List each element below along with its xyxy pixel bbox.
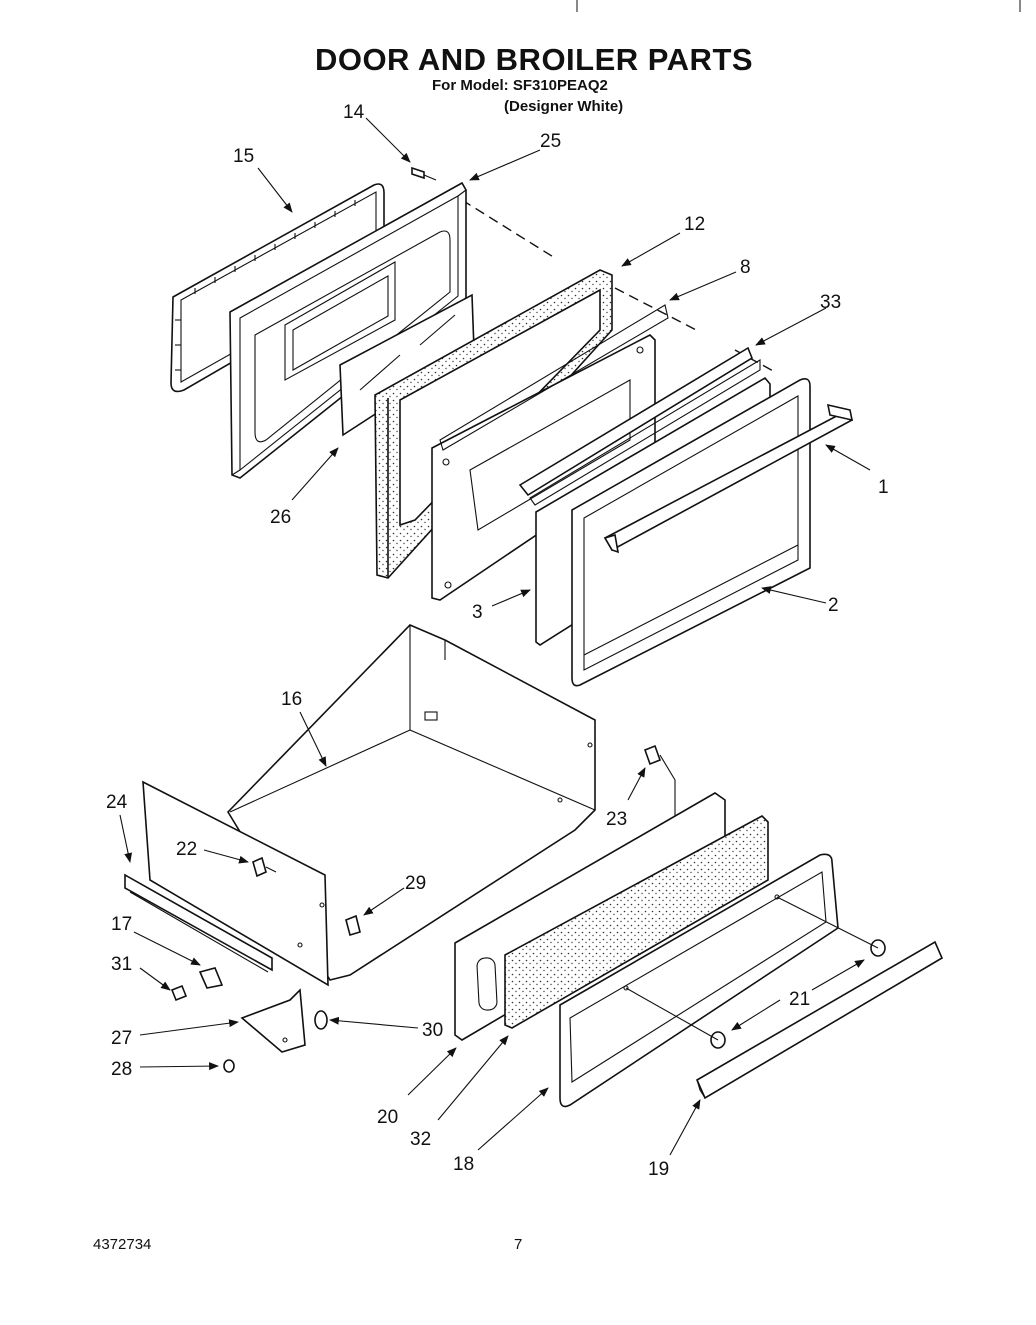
callout-27: 27 — [111, 1028, 132, 1049]
callout-29: 29 — [405, 873, 426, 894]
callout-22: 22 — [176, 839, 197, 860]
door-channel-part-33 — [518, 346, 761, 506]
document-number: 4372734 — [93, 1236, 152, 1253]
door-liner-part-8 — [431, 304, 669, 601]
page-number: 7 — [514, 1236, 523, 1253]
callout-20: 20 — [377, 1107, 398, 1128]
callout-18: 18 — [453, 1154, 474, 1175]
callout-14: 14 — [343, 102, 365, 123]
callout-3: 3 — [472, 602, 483, 623]
callout-1: 1 — [878, 477, 889, 498]
callout-30: 30 — [422, 1020, 443, 1041]
model-line: For Model: SF310PEAQ2 — [432, 77, 608, 94]
bracket-part-27 — [240, 988, 306, 1053]
page-title: DOOR AND BROILER PARTS — [314, 42, 754, 77]
callout-8: 8 — [740, 257, 751, 278]
broiler-handle-part-19 — [695, 940, 944, 1100]
callout-21: 21 — [789, 989, 810, 1010]
callout-2: 2 — [828, 595, 839, 616]
screw-part-22 — [252, 856, 277, 878]
callout-17: 17 — [111, 914, 132, 935]
door-handle-part-1 — [603, 403, 854, 554]
callout-16: 16 — [281, 689, 302, 710]
broiler-door-insulation-part-32 — [504, 815, 769, 1029]
spacer-guide-line — [625, 896, 879, 1041]
slide-rail-part-17 — [124, 873, 273, 973]
screw-clip-part-31 — [170, 967, 224, 1002]
screw-part-29 — [345, 914, 361, 937]
callout-23: 23 — [606, 809, 627, 830]
callout-28: 28 — [111, 1059, 132, 1080]
callout-32: 32 — [410, 1129, 431, 1150]
screw-part-14 — [411, 166, 437, 181]
callout-12: 12 — [684, 214, 705, 235]
callout-15: 15 — [233, 146, 254, 167]
washer-part-30 — [314, 1010, 328, 1030]
callout-leaders — [119, 117, 871, 1156]
callout-33: 33 — [820, 292, 841, 313]
outer-door-frame-part-2 — [571, 378, 811, 687]
roller-part-28 — [223, 1059, 235, 1073]
callout-24: 24 — [106, 792, 128, 813]
side-panel-part-24 — [142, 780, 329, 987]
variant-line: (Designer White) — [504, 98, 624, 115]
callout-26: 26 — [270, 507, 291, 528]
callout-25: 25 — [540, 131, 561, 152]
callout-31: 31 — [111, 954, 132, 975]
callout-19: 19 — [648, 1159, 669, 1180]
